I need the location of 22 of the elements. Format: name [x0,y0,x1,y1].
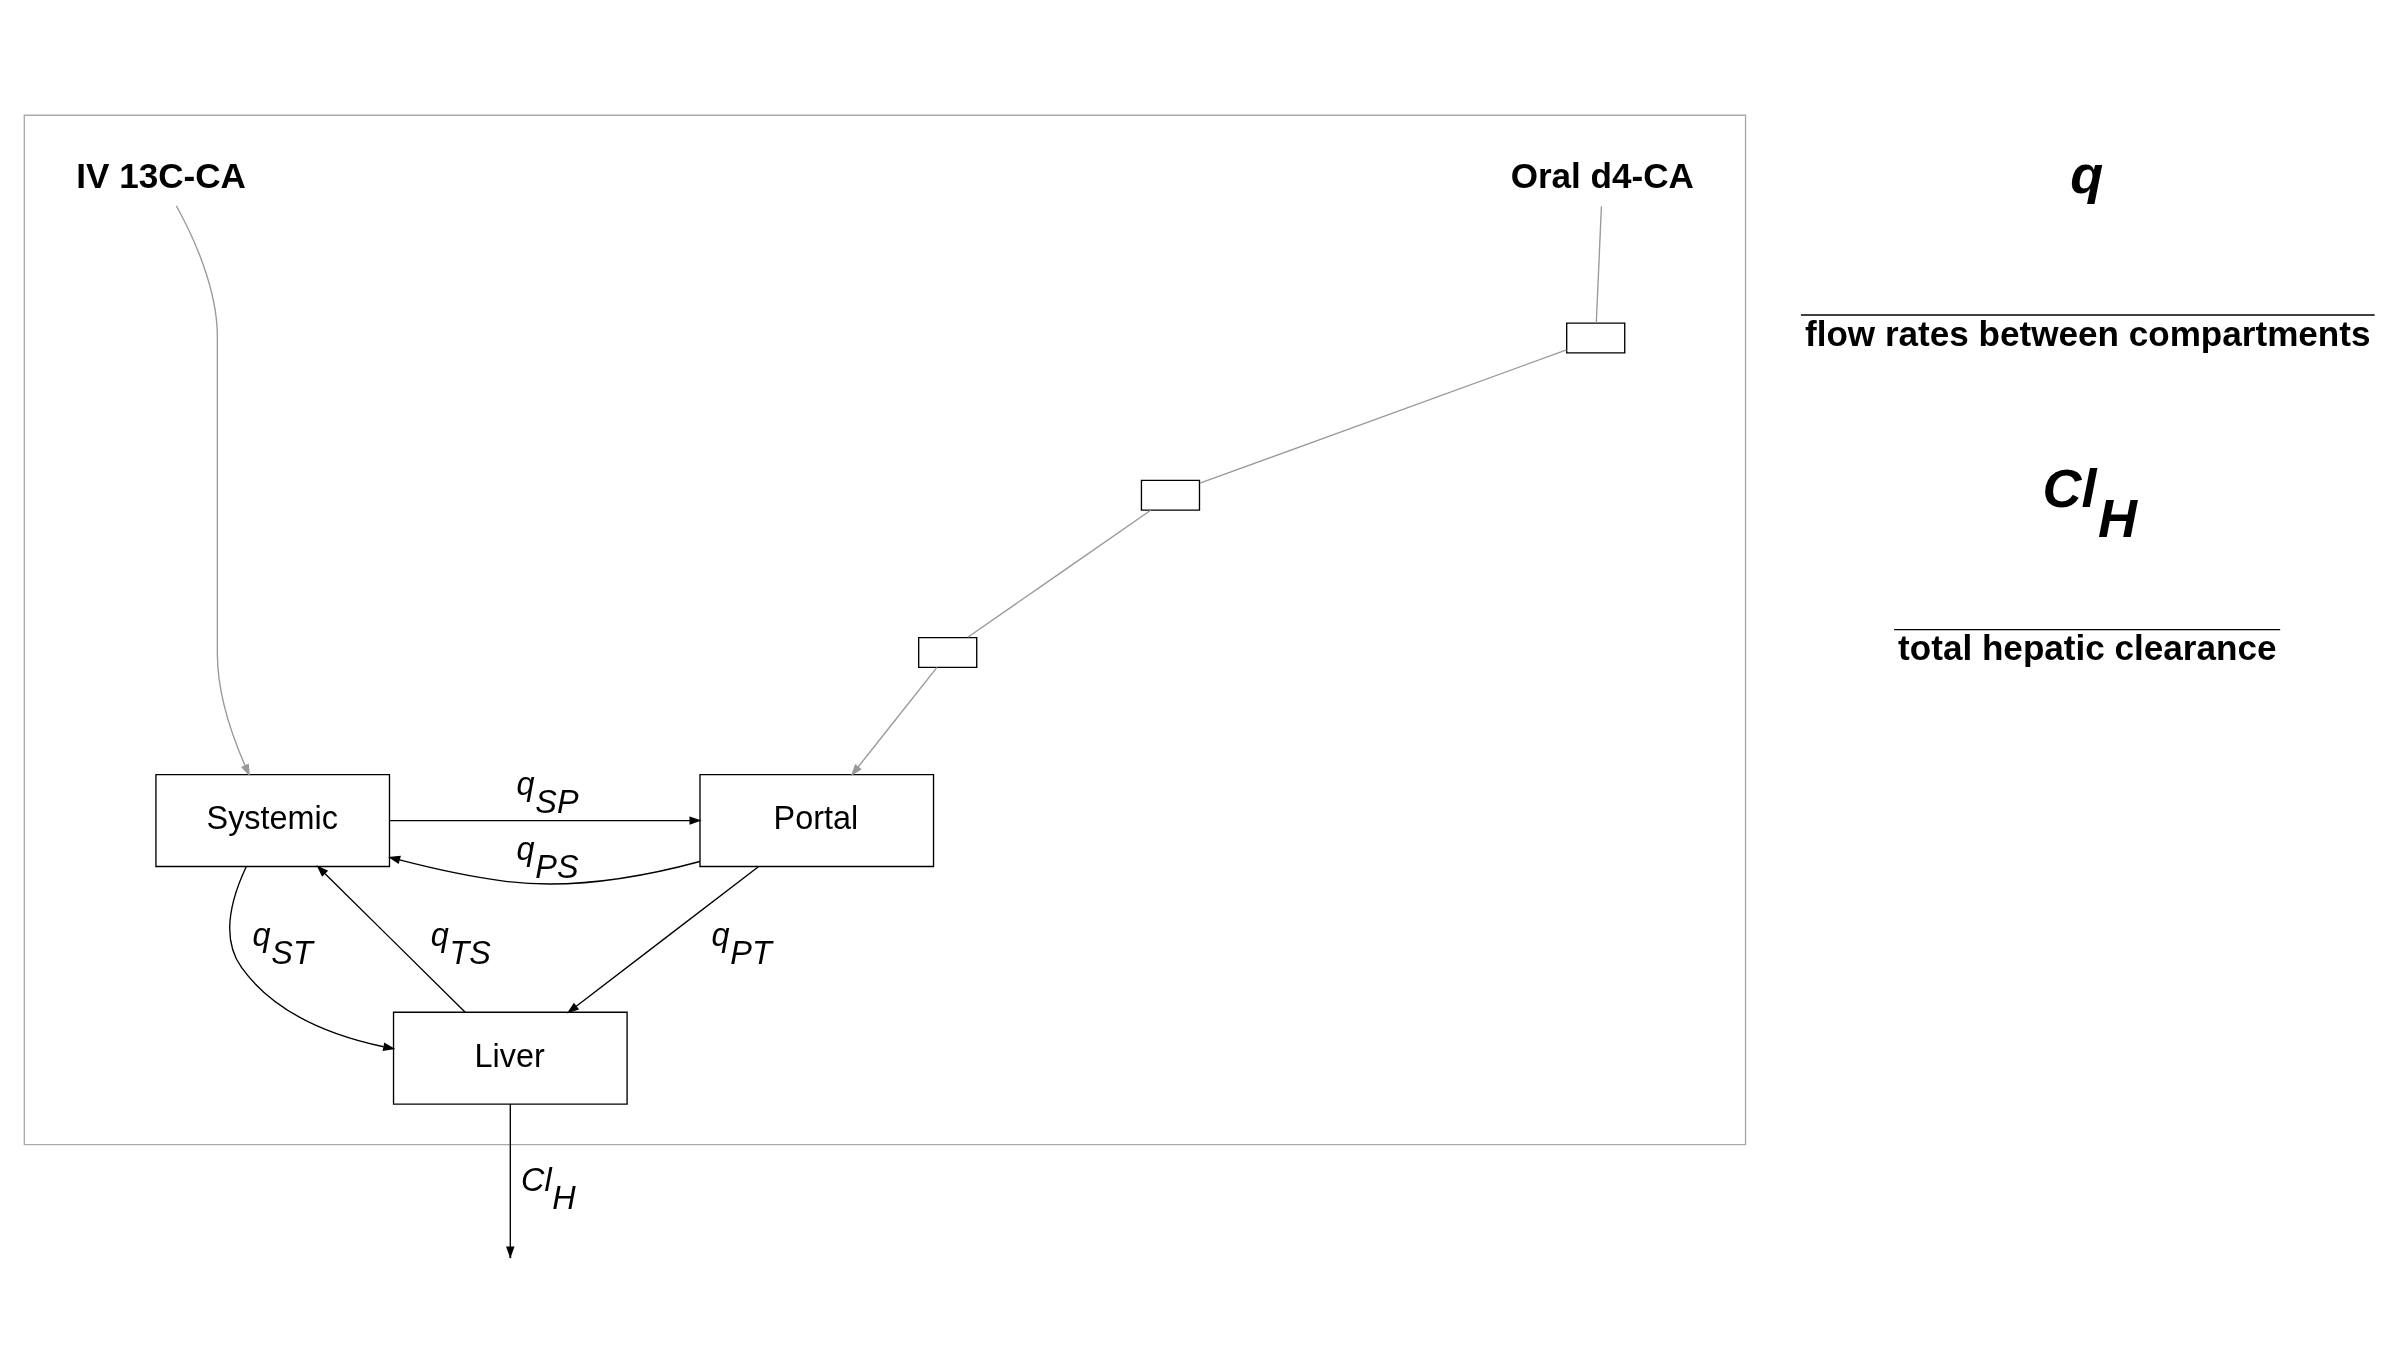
arrow [566,865,760,1013]
label: flow rates between compartments [1804,313,2371,353]
connector [967,509,1152,638]
node-text: Oral d4-CA [1510,155,1694,195]
node-box: Portal [699,773,935,867]
arrow [388,855,701,885]
arrow [389,815,702,825]
cluster [23,114,1747,1145]
node-box: Liver [392,1011,628,1105]
connector [1595,205,1603,323]
node-text: IV 13C-CA [76,155,246,195]
node-box [1140,479,1201,511]
arrow [850,666,938,776]
node-box: Systemic [155,773,391,867]
node-box [1566,321,1626,353]
label: q [2070,143,2104,204]
arrow [175,204,250,776]
node-box [918,636,978,668]
label: total hepatic clearance [1898,627,2277,667]
connector [1199,348,1568,484]
arrow [229,865,396,1051]
arrow [316,864,466,1013]
